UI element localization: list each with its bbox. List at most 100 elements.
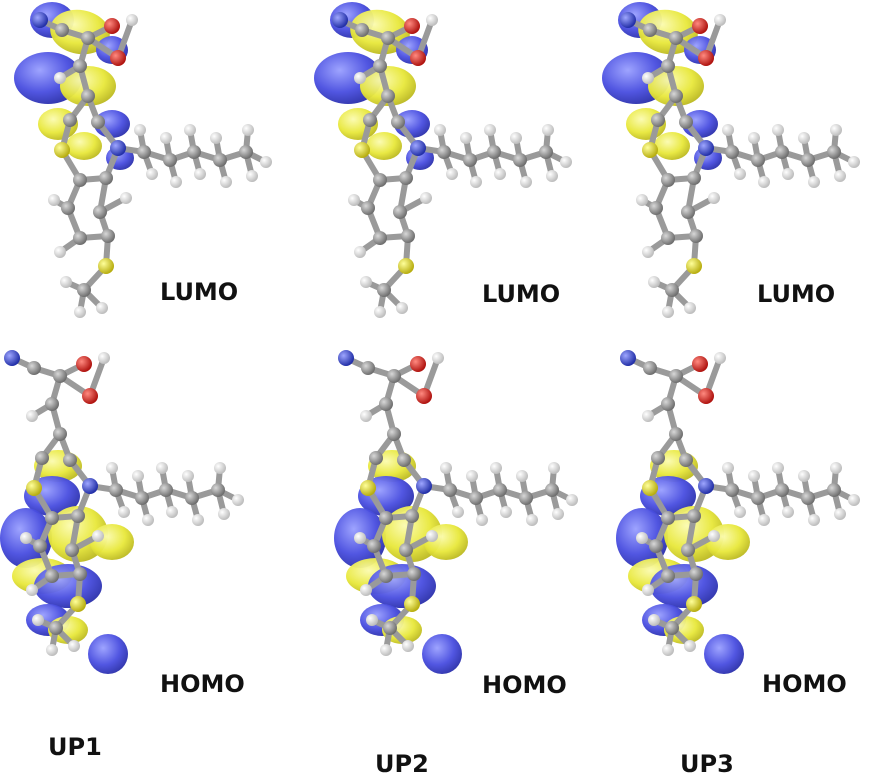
atom-h: [516, 470, 528, 482]
atom-c: [137, 145, 151, 159]
atom-h: [434, 124, 446, 136]
atom-h: [500, 506, 512, 518]
atom-o: [416, 388, 432, 404]
atom-c: [801, 491, 815, 505]
homo-label: HOMO: [160, 670, 245, 698]
atom-c: [373, 59, 387, 73]
atom-h: [848, 156, 860, 168]
atom-n: [110, 140, 126, 156]
atom-s: [686, 596, 702, 612]
atom-c: [387, 369, 401, 383]
atom-c: [379, 397, 393, 411]
atom-h: [648, 276, 660, 288]
atom-h: [758, 514, 770, 526]
atom-o: [698, 388, 714, 404]
atom-h: [708, 530, 720, 542]
atom-h: [466, 470, 478, 482]
atom-h: [182, 470, 194, 482]
atom-c: [469, 491, 483, 505]
atom-h: [542, 124, 554, 136]
atom-c: [775, 483, 789, 497]
atom-c: [27, 361, 41, 375]
atom-c: [487, 145, 501, 159]
atom-h: [184, 124, 196, 136]
atom-s: [98, 258, 114, 274]
molecule-label: UP2: [375, 750, 429, 775]
atom-s: [360, 480, 376, 496]
atom-c: [393, 205, 407, 219]
atom-h: [98, 352, 110, 364]
atom-s: [642, 142, 658, 158]
atom-c: [35, 451, 49, 465]
orbital-lobe-positive: [66, 132, 102, 160]
atom-h: [772, 462, 784, 474]
atom-h: [432, 352, 444, 364]
atom-h: [636, 194, 648, 206]
atom-o: [410, 50, 426, 66]
atom-h: [798, 132, 810, 144]
atom-h: [366, 614, 378, 626]
atom-h: [520, 176, 532, 188]
atom-h: [92, 530, 104, 542]
atom-c: [539, 145, 553, 159]
orbital-lobe-positive: [706, 524, 750, 560]
atom-c: [679, 115, 693, 129]
atom-o: [692, 18, 708, 34]
atom-c: [405, 509, 419, 523]
atom-c: [135, 491, 149, 505]
atom-h: [374, 306, 386, 318]
atom-c: [213, 153, 227, 167]
atom-s: [398, 258, 414, 274]
atom-n: [416, 478, 432, 494]
atom-h: [134, 124, 146, 136]
atom-h: [830, 462, 842, 474]
atom-c: [159, 483, 173, 497]
atom-h: [74, 306, 86, 318]
atom-c: [687, 171, 701, 185]
atom-h: [734, 506, 746, 518]
atom-c: [407, 567, 421, 581]
atom-h: [32, 614, 44, 626]
atom-h: [772, 124, 784, 136]
atom-h: [546, 170, 558, 182]
orbital-lobe-negative: [34, 564, 102, 608]
atom-h: [642, 410, 654, 422]
atom-c: [61, 201, 75, 215]
atom-c: [93, 205, 107, 219]
atom-s: [26, 480, 42, 496]
atom-c: [81, 89, 95, 103]
atom-c: [355, 23, 369, 37]
atom-h: [476, 514, 488, 526]
atom-h: [722, 124, 734, 136]
atom-c: [661, 397, 675, 411]
atom-c: [661, 569, 675, 583]
atom-c: [187, 145, 201, 159]
atom-c: [361, 361, 375, 375]
atom-h: [848, 494, 860, 506]
atom-c: [679, 453, 693, 467]
atom-c: [369, 451, 383, 465]
atom-c: [725, 145, 739, 159]
atom-h: [402, 640, 414, 652]
atom-c: [651, 451, 665, 465]
atom-h: [354, 246, 366, 258]
atom-c: [661, 173, 675, 187]
atom-h: [220, 176, 232, 188]
atom-n: [620, 12, 636, 28]
orbital-lobe-negative: [704, 634, 744, 674]
atom-c: [463, 153, 477, 167]
atom-h: [354, 72, 366, 84]
atom-c: [493, 483, 507, 497]
atom-h: [260, 156, 272, 168]
atom-c: [649, 539, 663, 553]
orbital-lobe-positive: [424, 524, 468, 560]
atom-h: [192, 514, 204, 526]
atom-c: [669, 427, 683, 441]
atom-o: [110, 50, 126, 66]
atom-h: [722, 462, 734, 474]
atom-h: [642, 246, 654, 258]
atom-o: [692, 356, 708, 372]
atom-c: [45, 569, 59, 583]
lumo-skeleton: [620, 12, 860, 318]
atom-c: [661, 59, 675, 73]
